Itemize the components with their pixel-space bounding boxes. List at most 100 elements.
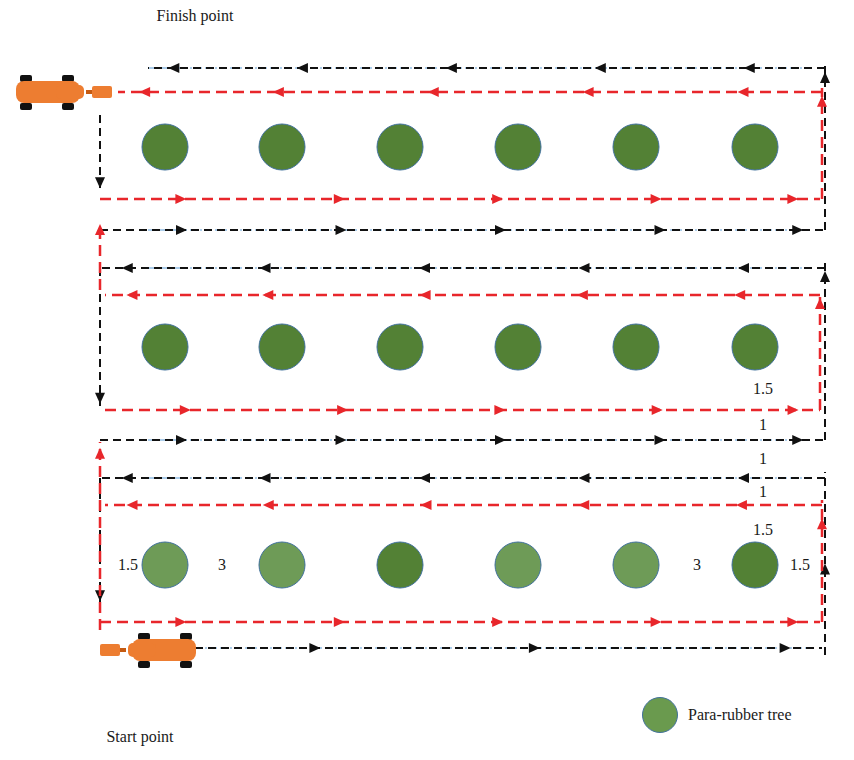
red-path: [99, 442, 102, 630]
arrow-head: [419, 473, 430, 483]
red-path: [819, 292, 822, 410]
rubber-tree: [377, 124, 423, 170]
travel-paths: [95, 62, 830, 655]
arrow-head: [262, 290, 273, 300]
guide-line: [148, 268, 180, 269]
red-path: [105, 504, 822, 507]
black-path: [195, 647, 822, 649]
arrow-head: [651, 617, 662, 627]
arrow-head: [139, 87, 150, 97]
rubber-tree: [142, 324, 188, 370]
arrow-head: [273, 87, 284, 97]
arrow-head: [176, 225, 187, 235]
arrow-head: [820, 271, 830, 282]
arrow-head: [263, 500, 274, 510]
arrow-head: [736, 500, 747, 510]
rubber-tree: [732, 124, 778, 170]
arrow-head: [122, 263, 133, 273]
arrow-head: [95, 393, 105, 404]
arrow-head: [495, 435, 506, 445]
legend-item: Para-rubber tree: [642, 697, 842, 733]
arrow-head: [780, 643, 791, 653]
rubber-tree: [259, 124, 305, 170]
arrow-head: [492, 617, 503, 627]
arrow-head: [260, 263, 271, 273]
arrow-head: [787, 194, 798, 204]
dimension-number: 1: [757, 450, 769, 468]
arrow-head: [336, 225, 347, 235]
rubber-tree: [613, 124, 659, 170]
arrow-head: [655, 435, 666, 445]
rubber-tree: [613, 542, 659, 588]
tractor-wheel: [138, 633, 150, 640]
dimension-number: 1.5: [751, 380, 775, 398]
arrow-head: [127, 500, 138, 510]
arrow-head: [309, 643, 320, 653]
rubber-tree: [259, 542, 305, 588]
arrow-head: [579, 263, 590, 273]
black-path: [100, 267, 825, 269]
arrow-head: [420, 290, 431, 300]
arrow-head: [792, 225, 803, 235]
tractor-implement: [100, 644, 120, 656]
arrow-head: [428, 87, 439, 97]
tractor-wheel: [20, 75, 32, 82]
tractor-wheel: [62, 75, 74, 82]
arrow-head: [577, 290, 588, 300]
arrow-head: [655, 225, 666, 235]
arrow-head: [95, 177, 105, 188]
arrow-head: [820, 72, 830, 83]
arrow-head: [792, 435, 803, 445]
black-path: [824, 262, 826, 440]
arrow-head: [738, 263, 749, 273]
tractor-hitch: [120, 648, 126, 652]
arrow-head: [95, 448, 105, 459]
arrow-head: [738, 473, 749, 483]
rubber-tree: [495, 324, 541, 370]
arrow-head: [446, 63, 457, 73]
rubber-tree: [377, 542, 423, 588]
arrow-head: [817, 96, 827, 107]
arrow-head: [420, 500, 431, 510]
rubber-tree: [732, 542, 778, 588]
arrow-head: [175, 617, 186, 627]
arrow-head: [744, 63, 755, 73]
arrow-head: [176, 435, 187, 445]
tractor-wheel: [138, 661, 150, 668]
rubber-tree: [732, 324, 778, 370]
arrow-head: [583, 87, 594, 97]
tractor-wheel: [20, 103, 32, 110]
trees: [142, 124, 778, 588]
arrow-head: [579, 473, 590, 483]
arrow-head: [126, 290, 137, 300]
arrow-head: [815, 298, 825, 309]
arrow-head: [578, 500, 589, 510]
finish-label: Finish point: [155, 7, 236, 25]
arrow-head: [260, 473, 271, 483]
dimension-number: 1.5: [788, 556, 812, 574]
dimension-number: 1: [757, 416, 769, 434]
red-path: [105, 294, 820, 297]
black-path: [100, 477, 825, 479]
arrow-head: [297, 63, 308, 73]
dimension-number: 1: [757, 483, 769, 501]
dimension-number: 1.5: [751, 521, 775, 539]
tractor-hood: [56, 85, 84, 99]
arrow-head: [738, 87, 749, 97]
guide-lines: [148, 68, 810, 648]
legend-swatch: [642, 697, 678, 733]
rubber-tree: [142, 124, 188, 170]
guide-line: [148, 478, 180, 479]
dimension-number: 3: [216, 556, 228, 574]
tractor-wheel: [62, 103, 74, 110]
tractor-wheel: [180, 661, 192, 668]
rubber-tree: [613, 324, 659, 370]
arrow-head: [175, 194, 186, 204]
red-path: [100, 198, 820, 201]
tractor-hood: [128, 643, 156, 657]
arrow-head: [787, 617, 798, 627]
dimension-number: 1.5: [116, 556, 140, 574]
arrow-head: [495, 225, 506, 235]
tractor-wheel: [180, 633, 192, 640]
